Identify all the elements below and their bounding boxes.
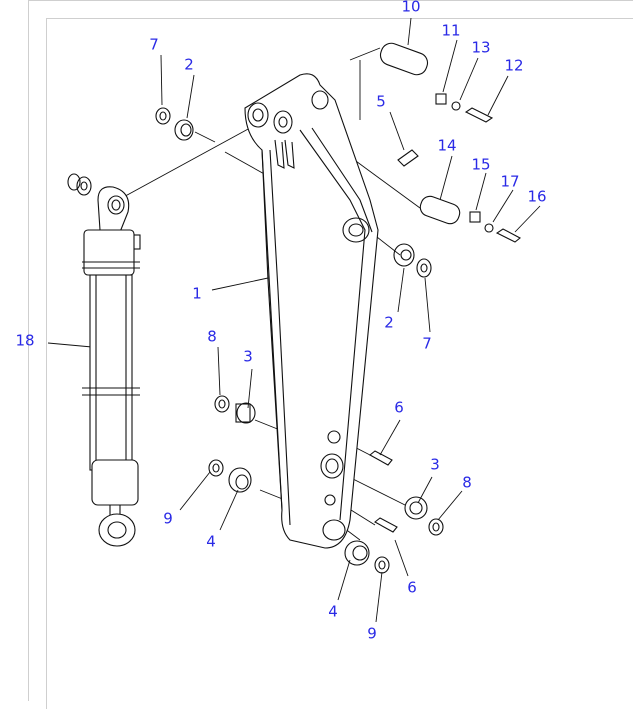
inner-frame (46, 18, 633, 709)
part-label-9[interactable]: 9 (163, 509, 173, 528)
part-label-18[interactable]: 18 (15, 331, 35, 350)
part-label-1[interactable]: 1 (192, 284, 202, 303)
part-label-5[interactable]: 5 (376, 92, 386, 111)
part-label-12[interactable]: 12 (504, 56, 524, 75)
boom-exploded-view (47, 17, 541, 623)
part-label-6[interactable]: 6 (407, 578, 417, 597)
part-label-3[interactable]: 3 (243, 347, 253, 366)
part-label-17[interactable]: 17 (500, 172, 520, 191)
part-label-6[interactable]: 6 (394, 398, 404, 417)
part-label-9[interactable]: 9 (367, 624, 377, 643)
part-label-15[interactable]: 15 (471, 155, 491, 174)
part-label-7[interactable]: 7 (149, 35, 159, 54)
part-label-13[interactable]: 13 (471, 38, 491, 57)
boom-part-1 (244, 73, 379, 549)
part-label-7[interactable]: 7 (422, 334, 432, 353)
part-label-8[interactable]: 8 (207, 327, 217, 346)
small-parts (155, 42, 521, 574)
part-label-4[interactable]: 4 (328, 602, 338, 621)
part-label-16[interactable]: 16 (527, 187, 547, 206)
part-label-14[interactable]: 14 (437, 136, 457, 155)
part-label-2[interactable]: 2 (384, 313, 394, 332)
part-label-10[interactable]: 10 (401, 0, 421, 16)
part-label-8[interactable]: 8 (462, 473, 472, 492)
part-label-11[interactable]: 11 (441, 21, 461, 40)
part-label-4[interactable]: 4 (206, 532, 216, 551)
part-label-2[interactable]: 2 (184, 55, 194, 74)
outer-frame (28, 0, 633, 701)
cylinder-part-18 (67, 173, 141, 547)
part-label-3[interactable]: 3 (430, 455, 440, 474)
